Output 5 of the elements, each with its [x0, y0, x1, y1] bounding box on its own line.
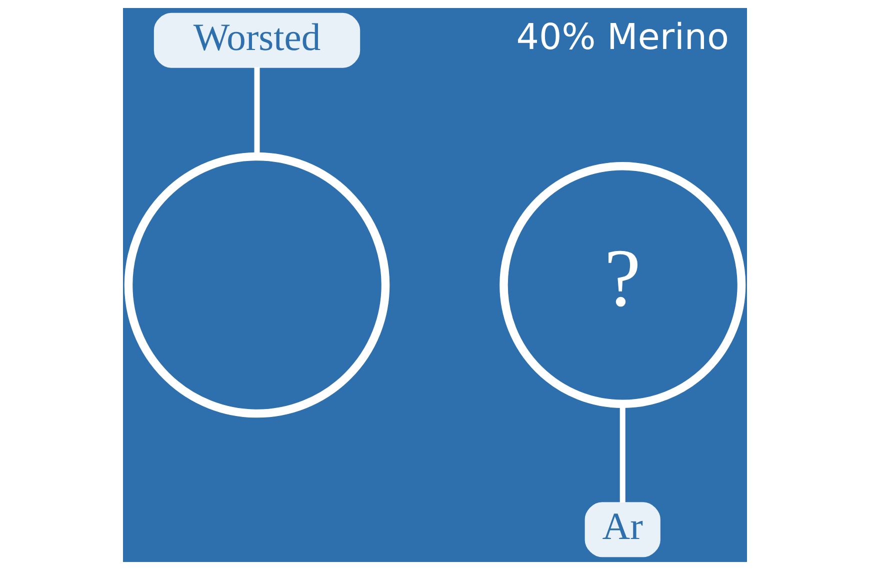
- label: 40% Merino: [516, 17, 729, 58]
- node-box: Ar: [584, 502, 660, 558]
- node-circle: [124, 152, 390, 418]
- node-circle: ?: [500, 162, 746, 408]
- node-box: Worsted: [154, 12, 360, 68]
